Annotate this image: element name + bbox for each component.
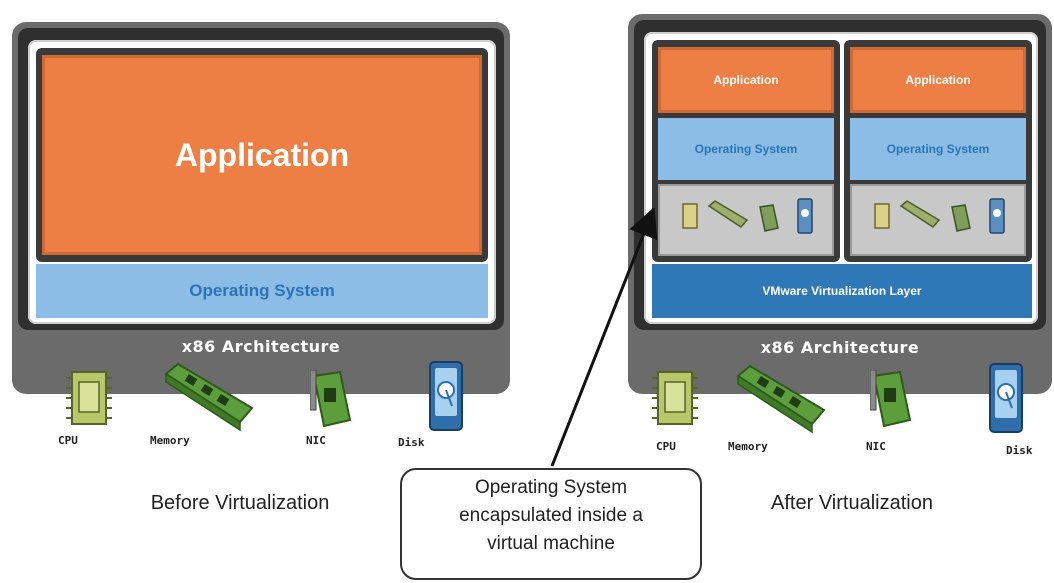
before-application-block: Application [42,55,482,255]
vm2-cpu-icon [874,203,890,229]
after-disk-icon [989,363,1023,433]
vm1-application-block: Application [658,47,834,113]
before-cpu-icon [66,371,112,425]
vm1-cpu-icon [682,203,698,229]
vm2-memory-icon [900,200,940,228]
before-nic-label: NIC [306,434,326,447]
after-nic-icon [870,370,912,428]
after-caption: After Virtualization [771,492,933,514]
virtualization-layer-label: VMware Virtualization Layer [762,284,922,298]
after-memory-icon [736,364,826,434]
callout-line-2: encapsulated inside a [459,505,643,526]
after-nic-label: NIC [866,440,886,453]
vm2-nic-icon [951,204,971,232]
virtualization-layer: VMware Virtualization Layer [652,264,1032,318]
after-memory-label: Memory [728,440,768,453]
before-memory-icon [164,362,254,432]
vm1-application-label: Application [713,73,779,87]
callout-line-1: Operating System [474,477,628,498]
vm1-os-label: Operating System [694,142,798,156]
after-disk-label: Disk [1006,444,1033,457]
before-disk-label: Disk [398,436,425,449]
before-os-block: Operating System [36,264,488,318]
before-nic-icon [310,370,352,428]
vm2-os-block: Operating System [850,118,1026,180]
before-os-label: Operating System [189,281,335,300]
callout-box: Operating System encapsulated inside a v… [400,468,702,580]
vm2-application-block: Application [850,47,1026,113]
after-cpu-icon [652,371,698,425]
vm1-memory-icon [708,200,748,228]
vm1-os-block: Operating System [658,118,834,180]
vm2-disk-icon [989,198,1005,234]
before-application-label: Application [174,136,350,173]
callout-line-3: virtual machine [487,533,615,554]
before-cpu-label: CPU [58,434,78,447]
before-architecture-label: x86 Architecture [181,337,341,356]
vm2-os-label: Operating System [886,142,990,156]
after-cpu-label: CPU [656,440,676,453]
vm1-nic-icon [759,204,779,232]
vm2-application-label: Application [905,73,971,87]
before-memory-label: Memory [150,434,190,447]
callout-arrow [550,208,658,467]
before-disk-icon [429,361,463,431]
after-architecture-label: x86 Architecture [760,338,920,357]
before-caption: Before Virtualization [150,492,330,514]
vm1-disk-icon [797,198,813,234]
